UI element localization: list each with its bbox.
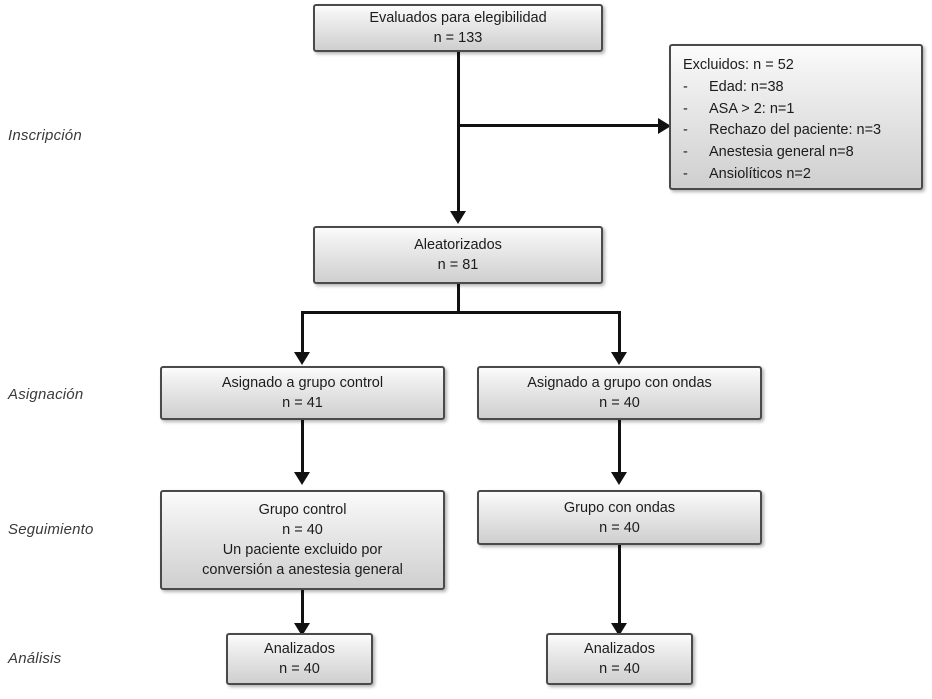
node-followup-control-line1: Grupo control	[258, 502, 347, 518]
node-analyzed-waves-line2: n = 40	[599, 661, 640, 677]
arrowhead-followup-waves	[611, 472, 627, 485]
arrowhead-analyzed-control	[294, 623, 310, 636]
node-eligibility: Evaluados para elegibilidad n = 133	[313, 4, 603, 52]
connector-control-followup-to-analysis	[301, 590, 304, 630]
connector-waves-allocation-to-followup	[618, 420, 621, 478]
node-followup-waves-line1: Grupo con ondas	[563, 499, 676, 516]
connector-waves-followup-to-analysis	[618, 545, 621, 630]
node-eligibility-line2: n = 133	[433, 30, 483, 46]
node-allocated-waves-line1: Asignado a grupo con ondas	[527, 375, 712, 391]
node-followup-waves-line2: n = 40	[599, 519, 640, 536]
node-allocated-waves-line2: n = 40	[599, 395, 640, 411]
node-allocated-control-line1: Asignado a grupo control	[221, 375, 384, 391]
node-allocated-control: Asignado a grupo control n = 41	[160, 366, 445, 420]
stage-label-analisis: Análisis	[8, 650, 62, 667]
arrowhead-allocated-control	[294, 352, 310, 365]
arrowhead-randomized	[450, 211, 466, 224]
arrowhead-analyzed-waves	[611, 623, 627, 636]
node-followup-waves: Grupo con ondas n = 40	[477, 490, 762, 545]
node-excluded-heading: Excluidos: n = 52	[683, 57, 794, 73]
node-analyzed-control-line1: Analizados	[264, 641, 335, 657]
arrowhead-followup-control	[294, 472, 310, 485]
excluded-item-2-text: ASA > 2: n=1	[709, 100, 795, 117]
node-analyzed-control-line2: n = 40	[279, 661, 320, 677]
connector-to-excluded	[457, 124, 662, 127]
excluded-item-1-text: Edad: n=38	[709, 78, 784, 95]
stage-label-seguimiento: Seguimiento	[8, 521, 94, 538]
excluded-item-5-text: Ansiolíticos n=2	[709, 165, 811, 182]
node-randomized-line1: Aleatorizados	[414, 237, 502, 253]
node-excluded: Excluidos: n = 52 - Edad: n=38 - ASA > 2: …	[669, 44, 923, 190]
node-followup-control-line4: conversión a anestesia general	[202, 562, 403, 578]
node-followup-control-line3: Un paciente excluido por	[222, 542, 383, 558]
node-analyzed-waves-line1: Analizados	[584, 641, 655, 657]
excluded-dash-5: -	[683, 165, 688, 182]
excluded-dash-4: -	[683, 144, 688, 160]
stage-label-inscripcion: Inscripción	[8, 127, 82, 144]
excluded-item-4-text: Anestesia general n=8	[709, 144, 854, 160]
excluded-dash-1: -	[683, 78, 688, 95]
connector-randomized-split-bar	[301, 311, 621, 314]
stage-label-asignacion: Asignación	[8, 386, 84, 403]
arrowhead-excluded	[658, 118, 671, 134]
node-followup-control-line2: n = 40	[282, 522, 323, 538]
node-excluded-item-1: - Edad: n=38	[683, 77, 784, 99]
node-excluded-item-2: - ASA > 2: n=1	[683, 99, 794, 121]
connector-eligibility-to-randomized	[457, 51, 460, 217]
node-excluded-item-3: - Rechazo del paciente: n=3	[683, 120, 881, 142]
node-analyzed-waves: Analizados n = 40	[546, 633, 693, 685]
node-analyzed-control: Analizados n = 40	[226, 633, 373, 685]
node-allocated-waves: Asignado a grupo con ondas n = 40	[477, 366, 762, 420]
arrowhead-allocated-waves	[611, 352, 627, 365]
connector-randomized-stem	[457, 284, 460, 314]
node-allocated-control-line2: n = 41	[282, 395, 323, 411]
connector-split-right	[618, 311, 621, 359]
excluded-item-3-text: Rechazo del paciente: n=3	[709, 122, 882, 139]
node-excluded-item-5: - Ansiolíticos n=2	[683, 164, 811, 186]
node-randomized-line2: n = 81	[437, 257, 479, 273]
excluded-dash-3: -	[683, 122, 688, 139]
node-followup-control: Grupo control n = 40 Un paciente excluid…	[160, 490, 445, 590]
node-eligibility-line1: Evaluados para elegibilidad	[369, 10, 547, 26]
connector-control-allocation-to-followup	[301, 420, 304, 478]
node-excluded-item-4: - Anestesia general n=8	[683, 142, 854, 164]
connector-split-left	[301, 311, 304, 359]
node-randomized: Aleatorizados n = 81	[313, 226, 603, 284]
excluded-dash-2: -	[683, 100, 688, 117]
